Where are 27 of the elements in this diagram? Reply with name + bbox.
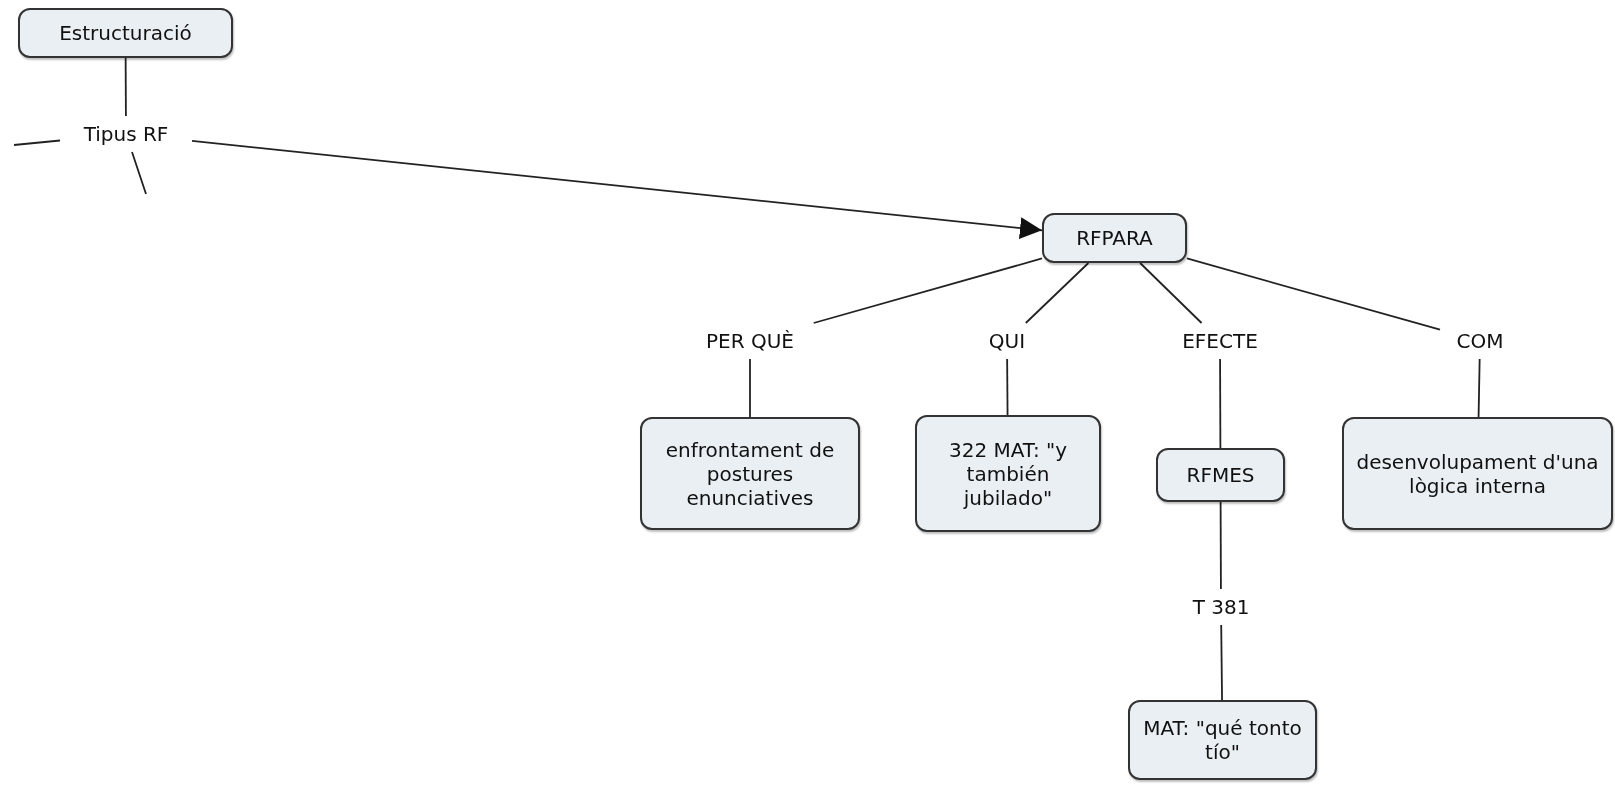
concept-box: Estructuració (18, 8, 233, 58)
connector-line (749, 358, 751, 418)
connector-line (1006, 358, 1009, 416)
linking-phrase: PER QUÈ (686, 327, 814, 355)
connector-line (131, 151, 147, 195)
connector-line (13, 139, 61, 146)
connector-line (1139, 262, 1203, 324)
linking-phrase: EFECTE (1166, 327, 1274, 355)
connector-line (1477, 358, 1481, 418)
connector-line (1219, 358, 1222, 449)
connector-line (1186, 257, 1441, 331)
concept-box: MAT: "qué tonto tío" (1128, 700, 1317, 780)
concept-box: RFMES (1156, 448, 1285, 502)
connector-line (1024, 262, 1090, 324)
linking-phrase: Tipus RF (64, 120, 188, 148)
linking-phrase: QUI (976, 327, 1038, 355)
connector-line (1219, 501, 1222, 590)
connector-line (1220, 624, 1223, 701)
concept-box: desenvolupament d'una lògica interna (1342, 417, 1613, 530)
concept-box: RFPARA (1042, 213, 1187, 263)
connector-line (812, 257, 1043, 324)
arrow (191, 140, 1043, 239)
linking-phrase: T 381 (1176, 593, 1266, 621)
linking-phrase: COM (1444, 327, 1516, 355)
concept-box: enfrontament de postures enunciatives (640, 417, 860, 530)
connector-line (124, 57, 127, 117)
concept-box: 322 MAT: "y también jubilado" (915, 415, 1101, 532)
